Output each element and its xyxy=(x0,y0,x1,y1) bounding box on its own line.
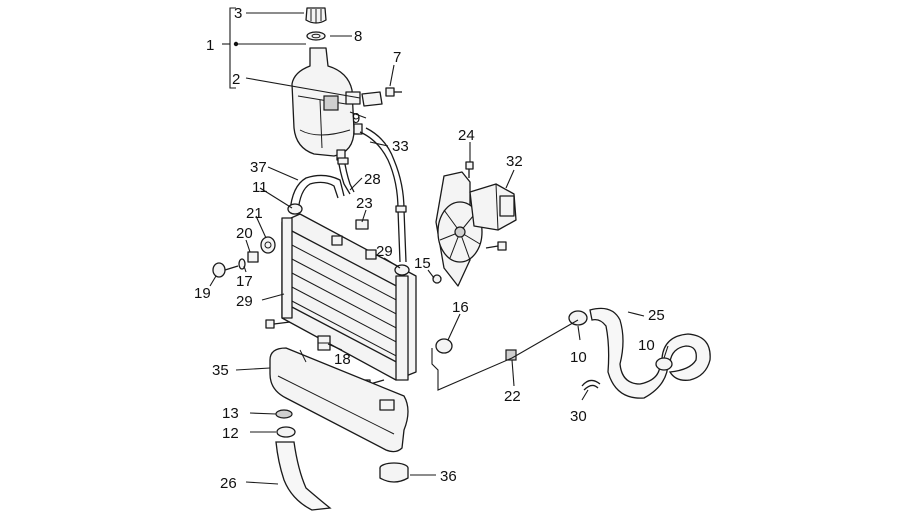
hose-26 xyxy=(275,441,332,511)
clamp-12 xyxy=(276,426,296,438)
part-label-25: 25 xyxy=(648,307,665,324)
fan-motor xyxy=(469,183,517,231)
expansion-tank xyxy=(291,47,363,161)
hose-clamp-10 xyxy=(568,310,673,371)
hose-37 xyxy=(289,174,345,213)
part-label-10a: 10 xyxy=(570,349,587,366)
part-label-7: 7 xyxy=(393,49,401,66)
radiator xyxy=(281,213,417,381)
part-label-23: 23 xyxy=(356,195,373,212)
grommet-18 xyxy=(317,335,331,351)
part-label-32: 32 xyxy=(506,153,523,170)
mounting-clips-23 xyxy=(331,219,377,260)
hose-routing-line xyxy=(431,319,579,391)
hose-28 xyxy=(337,157,355,195)
part-label-10b: 10 xyxy=(638,337,655,354)
clamp-13 xyxy=(275,409,293,419)
cooling-fan xyxy=(437,201,483,263)
part-label-17: 17 xyxy=(236,273,253,290)
part-label-9: 9 xyxy=(352,110,360,127)
part-label-35: 35 xyxy=(212,362,229,379)
part-label-24: 24 xyxy=(458,127,475,144)
part-label-16: 16 xyxy=(452,299,469,316)
part-label-21: 21 xyxy=(246,205,263,222)
part-label-29b: 29 xyxy=(236,293,253,310)
radiator-lower-cover xyxy=(269,347,409,453)
part-label-26: 26 xyxy=(220,475,237,492)
part-label-13: 13 xyxy=(222,405,239,422)
part-label-20: 20 xyxy=(236,225,253,242)
washer-17 xyxy=(238,258,246,270)
part-label-2: 2 xyxy=(232,71,240,88)
group-bracket xyxy=(229,7,236,89)
part-label-3: 3 xyxy=(234,5,242,22)
part-label-19: 19 xyxy=(194,285,211,302)
part-label-11: 11 xyxy=(252,179,268,196)
part-label-15: 15 xyxy=(414,255,431,272)
part-label-18: 18 xyxy=(334,351,351,368)
hose-33 xyxy=(359,127,407,263)
part-label-30: 30 xyxy=(570,408,587,425)
part-label-28: 28 xyxy=(364,171,381,188)
part-label-37: 37 xyxy=(250,159,267,176)
part-label-12: 12 xyxy=(222,425,239,442)
part-label-33: 33 xyxy=(392,138,409,155)
clamp-22 xyxy=(505,349,517,361)
group-dot xyxy=(233,41,239,47)
leader-lines xyxy=(209,12,669,485)
spacer-20 xyxy=(247,251,259,263)
sleeve-36 xyxy=(379,462,409,483)
cap-seal-ring xyxy=(306,31,326,41)
washer-15 xyxy=(432,274,442,284)
fan-screws xyxy=(465,161,507,251)
rubber-mount-21 xyxy=(260,236,276,254)
connector-16 xyxy=(435,338,453,354)
part-label-1: 1 xyxy=(206,37,214,54)
part-label-8: 8 xyxy=(354,28,362,45)
hose-25 xyxy=(589,307,711,399)
part-label-36: 36 xyxy=(440,468,457,485)
expansion-tank-cap xyxy=(305,7,327,24)
bolt-19 xyxy=(212,262,239,278)
tank-screw xyxy=(385,87,402,97)
part-label-29a: 29 xyxy=(376,243,393,260)
clip-30 xyxy=(581,379,601,391)
tank-bracket xyxy=(361,91,383,107)
part-label-22: 22 xyxy=(504,388,521,405)
